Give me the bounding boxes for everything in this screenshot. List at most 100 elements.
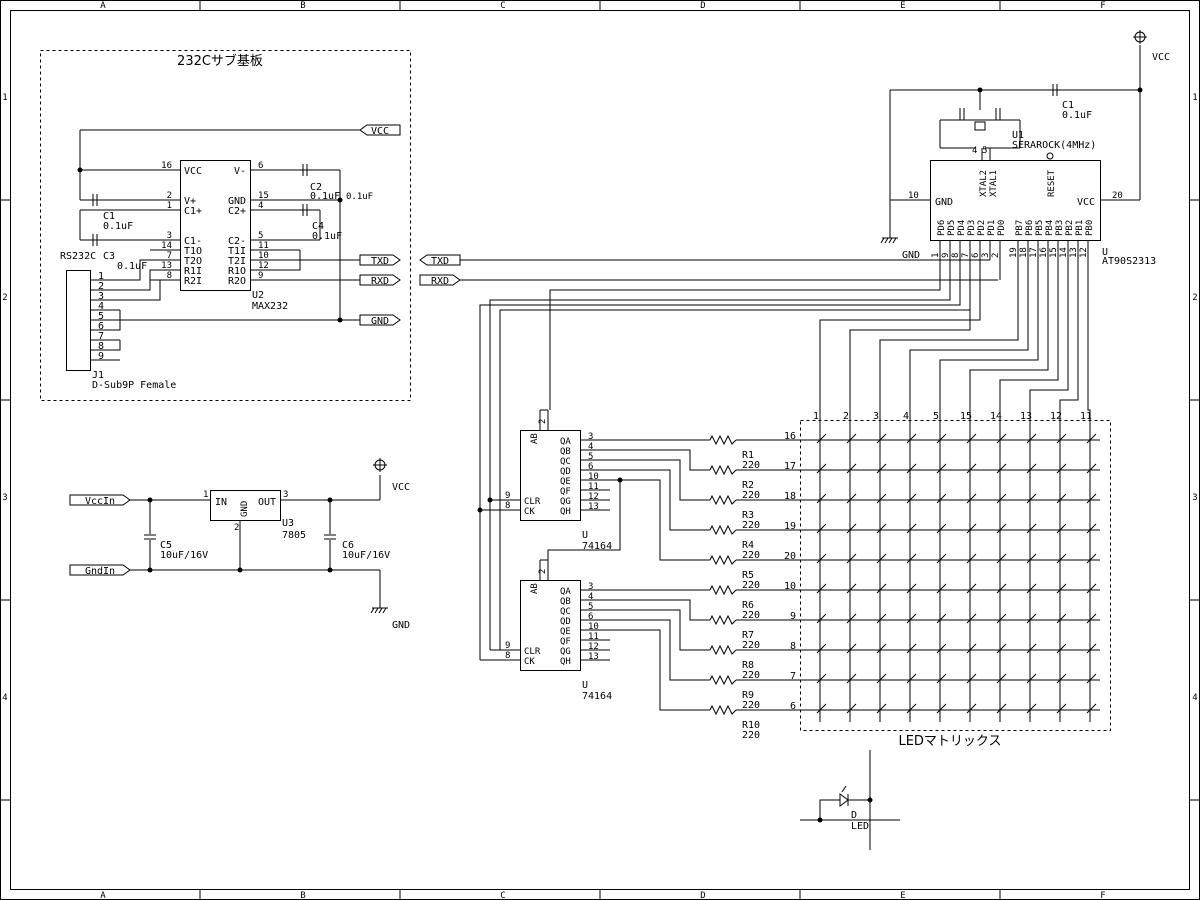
matrix-led-mark [1056, 613, 1067, 624]
gndin-port [69, 564, 131, 576]
matrix-led-mark [876, 673, 887, 684]
row-marker: 3 [2, 493, 7, 503]
c6-value: 10uF/16V [342, 550, 390, 561]
clr-line [479, 250, 961, 510]
matrix-led-mark [936, 493, 947, 504]
dsub-ref: J1 [92, 370, 104, 381]
matrix-led-mark [876, 463, 887, 474]
regulator-pin: 3 [283, 490, 288, 500]
max232-pin-number: 3 [167, 231, 172, 241]
matrix-row-pin: 10 [784, 581, 796, 592]
matrix-row-pin: 9 [790, 611, 796, 622]
matrix-led-mark [936, 643, 947, 654]
sr-output-pin: 4 [588, 442, 593, 452]
junction-dot [1137, 87, 1143, 93]
mcu-vcc-label: VCC [1077, 197, 1095, 208]
gnd-symbol-hatch [382, 607, 387, 614]
gnd-symbol-hatch [374, 607, 379, 614]
sr-output-pin: 6 [588, 462, 593, 472]
max232-pin-label: V- [234, 166, 246, 177]
regulator-pin: 1 [203, 490, 208, 500]
matrix-column-pin: 11 [1080, 411, 1092, 422]
matrix-led-mark [966, 643, 977, 654]
mcu-port-pin: 7 [961, 253, 971, 258]
sr-output-pin: 4 [588, 592, 593, 602]
junction-dot [147, 567, 153, 573]
dsub-pin-number: 9 [98, 351, 104, 362]
sr-ck-label: CK [524, 507, 535, 517]
matrix-led-mark [846, 643, 857, 654]
matrix-led-mark [936, 523, 947, 534]
junction-dot [327, 497, 333, 503]
sr-ref: U [582, 680, 588, 691]
gnd-text: GND [392, 620, 410, 631]
matrix-row-pin: 16 [784, 431, 796, 442]
legend-led-ref: D [851, 810, 857, 821]
matrix-led-mark [1086, 643, 1097, 654]
column-marker: E [900, 891, 905, 900]
crystal-ref: U1 [1012, 130, 1024, 141]
sub-rxd-port [359, 274, 401, 286]
row-drive-line [610, 619, 710, 681]
mcu-gnd-net-label: GND [902, 250, 920, 261]
matrix-led-mark [906, 613, 917, 624]
sub-txd-port-text: TXD [371, 256, 389, 267]
max232-pin-label: VCC [184, 166, 202, 177]
mcu-port-pin: 19 [1009, 247, 1019, 258]
resistor-value: 220 [742, 580, 760, 591]
matrix-led-mark [996, 613, 1007, 624]
mcu-ground-hatch [880, 237, 885, 244]
matrix-led-mark [1026, 643, 1037, 654]
mcu-ref: U [1102, 247, 1108, 258]
matrix-led-mark [876, 613, 887, 624]
mcu-port-pin: 17 [1029, 247, 1039, 258]
r1i-wire [120, 269, 180, 291]
mcu-port-label: PB6 [1025, 220, 1035, 236]
max232-pin-label: T2I [228, 256, 246, 267]
matrix-led-mark [966, 673, 977, 684]
mcu-port-label: PB0 [1085, 220, 1095, 236]
c2-ref: C2 [310, 182, 322, 193]
matrix-row-pin: 17 [784, 461, 796, 472]
matrix-led-mark [996, 433, 1007, 444]
mcu-port-pin: 3 [981, 253, 991, 258]
sr-output-label: QE [560, 477, 571, 487]
mcu-port-label: PB3 [1055, 220, 1065, 236]
data-line-1 [549, 250, 941, 410]
resistor [709, 674, 737, 686]
sub-vcc-port-text: VCC [371, 126, 389, 137]
matrix-led-mark [966, 463, 977, 474]
sub-txd-port [359, 254, 401, 266]
junction-dot [337, 197, 343, 203]
resistor-ref: R2 [742, 480, 754, 491]
matrix-led-mark [876, 433, 887, 444]
column-marker: B [300, 891, 305, 900]
sr-output-pin: 13 [588, 652, 599, 662]
max232-pin-label: C1- [184, 236, 202, 247]
t2o-wire [120, 259, 150, 281]
mcu-reset-label: RESET [1047, 169, 1057, 197]
matrix-led-mark [936, 583, 947, 594]
junction-dot [977, 87, 983, 93]
sr-output-pin: 10 [588, 622, 599, 632]
mcu-port-pin: 2 [991, 253, 1001, 258]
mcu-port-label: PD2 [977, 220, 987, 236]
c1-value: 0.1uF [103, 221, 133, 232]
matrix-led-mark [1056, 673, 1067, 684]
matrix-led-mark [816, 433, 827, 444]
resistor-ref: R7 [742, 630, 754, 641]
matrix-led-mark [846, 493, 857, 504]
legend-led-lead [819, 799, 840, 820]
rs232c-label: RS232C [60, 251, 96, 262]
sub-rxd-port-text: RXD [371, 276, 389, 287]
resistor-value: 220 [742, 670, 760, 681]
c2-value: 0.1uF [310, 191, 340, 202]
matrix-led-mark [846, 673, 857, 684]
sr-output-label: QG [560, 647, 571, 657]
sr-name: 74164 [582, 541, 612, 552]
dsub-pin-number: 5 [98, 311, 104, 322]
legend-led-name: LED [851, 821, 869, 832]
matrix-led-mark [996, 673, 1007, 684]
mcu-ground-hatch [884, 237, 889, 244]
